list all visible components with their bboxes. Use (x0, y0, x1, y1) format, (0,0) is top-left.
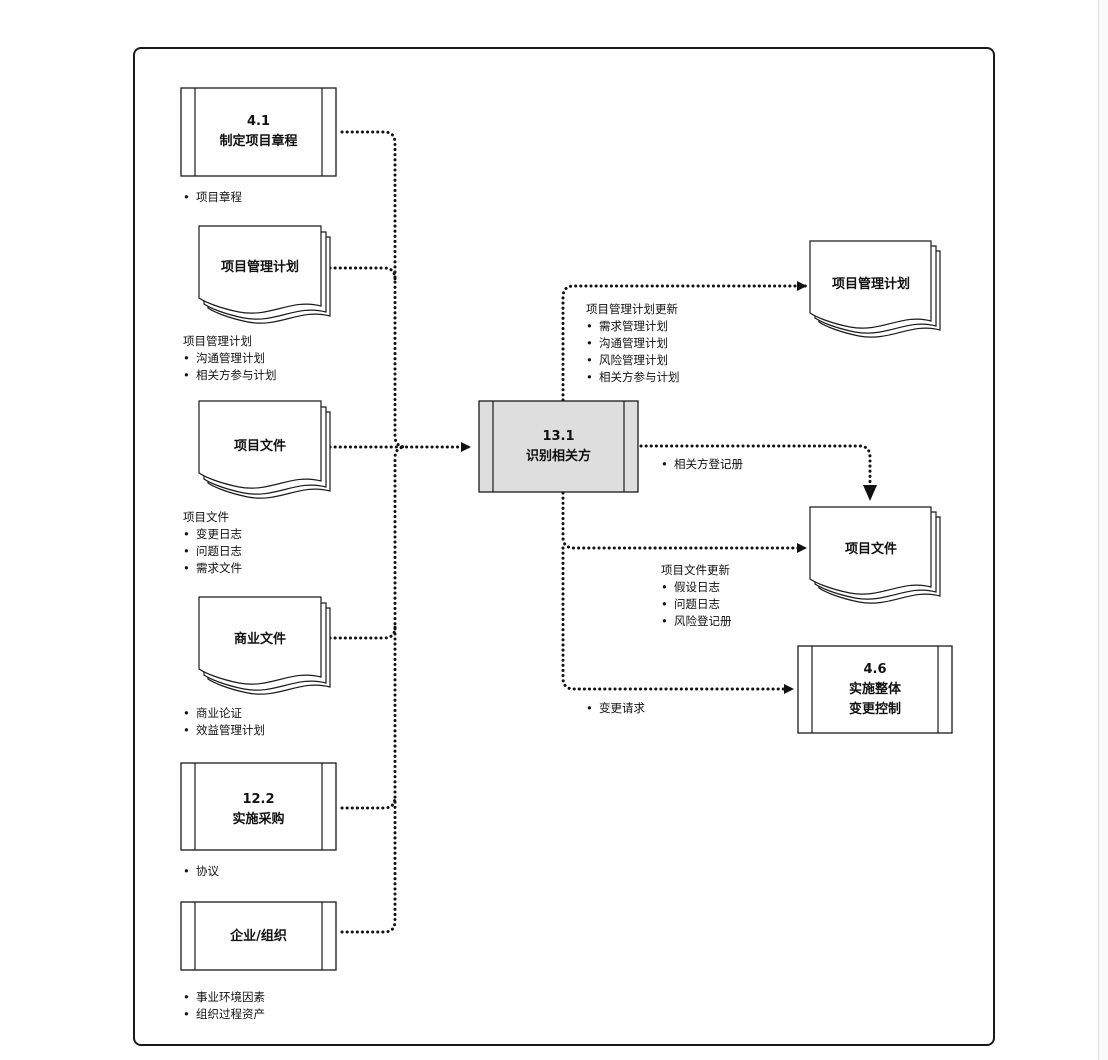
change-item-0: 变更请求 (599, 701, 645, 715)
process-4-6-name-line1: 实施整体 (849, 681, 902, 697)
output-pmp-doc[interactable]: 项目管理计划 (809, 240, 941, 338)
output-pdocs-doc[interactable]: 项目文件 (809, 506, 941, 604)
bullet: • (183, 864, 190, 878)
process-4-1-box[interactable]: 4.1 制定项目章程 (180, 87, 337, 177)
connector-4-1 (340, 130, 408, 449)
input-pmp-doc[interactable]: 项目管理计划 (198, 225, 331, 324)
diagram-frame (133, 47, 995, 1046)
process-13-1-number: 13.1 (542, 429, 574, 444)
bullet: • (183, 368, 190, 382)
output-pmp-name: 项目管理计划 (832, 276, 910, 292)
enterprise-org-box[interactable]: 企业/组织 (180, 901, 337, 971)
input-connectors (328, 130, 472, 934)
bullet: • (183, 561, 190, 575)
pdocs-in-items: 项目文件 • 变更日志 • 问题日志 • 需求文件 (183, 510, 242, 575)
pdocs-in-item-0: 变更日志 (196, 527, 242, 541)
process-12-2-number: 12.2 (242, 792, 274, 807)
input-bdocs-doc[interactable]: 商业文件 (198, 596, 331, 695)
bullet: • (586, 353, 593, 367)
output-connectors (561, 281, 877, 694)
register-item-0: 相关方登记册 (674, 457, 743, 471)
pmp-in-heading: 项目管理计划 (183, 334, 252, 348)
bullet: • (183, 544, 190, 558)
pmp-out-heading: 项目管理计划更新 (586, 302, 678, 316)
pdocs-in-heading: 项目文件 (183, 510, 229, 524)
scrollbar-track[interactable] (1098, 0, 1108, 1060)
process-4-6-number: 4.6 (863, 662, 886, 677)
process-4-1-name: 制定项目章程 (219, 133, 297, 149)
bullet: • (586, 336, 593, 350)
process-4-6-box[interactable]: 4.6 实施整体 变更控制 (797, 645, 953, 734)
process-13-1-name: 识别相关方 (526, 448, 591, 464)
bullet: • (586, 319, 593, 333)
connector-pdocs-out (561, 491, 808, 553)
bdocs-item-0: 商业论证 (196, 706, 242, 720)
p122-item-0: 协议 (196, 864, 219, 878)
connector-bdocs-in (328, 625, 397, 640)
p41-item-0: 项目章程 (196, 190, 242, 204)
pdocs-in-item-2: 需求文件 (196, 561, 242, 575)
enterprise-org-name: 企业/组织 (229, 928, 287, 944)
bullet: • (183, 706, 190, 720)
pmp-out-item-3: 相关方参与计划 (599, 370, 680, 384)
input-bdocs-name: 商业文件 (234, 631, 286, 647)
pmp-out-items: 项目管理计划更新 • 需求管理计划 • 沟通管理计划 • 风险管理计划 • 相关… (586, 302, 680, 384)
org-item-0: 事业环境因素 (196, 990, 265, 1004)
pdocs-out-item-0: 假设日志 (674, 580, 720, 594)
connector-pmp-in (328, 266, 397, 281)
register-items: • 相关方登记册 (661, 457, 743, 471)
pdocs-out-item-2: 风险登记册 (674, 614, 732, 628)
bullet: • (183, 527, 190, 541)
process-12-2-name: 实施采购 (232, 811, 284, 827)
pmp-in-items: 项目管理计划 • 沟通管理计划 • 相关方参与计划 (183, 334, 277, 382)
process-4-1-number: 4.1 (247, 114, 270, 129)
connector-12-2 (340, 795, 397, 810)
bullet: • (661, 457, 668, 471)
output-pdocs-name: 项目文件 (845, 541, 897, 557)
process-4-6-name-line2: 变更控制 (849, 701, 901, 717)
pmp-in-item-0: 沟通管理计划 (196, 351, 265, 365)
connector-pmp-out (561, 281, 808, 402)
bullet: • (183, 351, 190, 365)
connector-register-out (639, 444, 877, 502)
bullet: • (183, 1007, 190, 1021)
org-items: • 事业环境因素 • 组织过程资产 (183, 990, 265, 1021)
pmp-out-item-0: 需求管理计划 (599, 319, 668, 333)
bdocs-item-1: 效益管理计划 (196, 723, 265, 737)
bullet: • (183, 190, 190, 204)
bullet: • (586, 701, 593, 715)
pdocs-out-items: 项目文件更新 • 假设日志 • 问题日志 • 风险登记册 (661, 563, 732, 628)
process-12-2-box[interactable]: 12.2 实施采购 (180, 762, 337, 851)
bullet: • (183, 723, 190, 737)
bdocs-items: • 商业论证 • 效益管理计划 (183, 706, 265, 737)
input-pdocs-name: 项目文件 (234, 438, 286, 454)
connector-org (340, 445, 408, 934)
input-pmp-name: 项目管理计划 (221, 259, 299, 275)
pmp-in-item-1: 相关方参与计划 (196, 368, 277, 382)
bullet: • (661, 580, 668, 594)
connector-change-out (561, 546, 795, 694)
pmp-out-item-1: 沟通管理计划 (599, 336, 668, 350)
bullet: • (586, 370, 593, 384)
bullet: • (183, 990, 190, 1004)
p122-items: • 协议 (183, 864, 219, 878)
pmp-out-item-2: 风险管理计划 (599, 353, 668, 367)
process-13-1-box[interactable]: 13.1 识别相关方 (478, 400, 639, 493)
bullet: • (661, 614, 668, 628)
p41-items: • 项目章程 (183, 190, 242, 204)
bullet: • (661, 597, 668, 611)
org-item-1: 组织过程资产 (196, 1007, 265, 1021)
pdocs-out-heading: 项目文件更新 (661, 563, 730, 577)
pdocs-out-item-1: 问题日志 (674, 597, 720, 611)
change-items: • 变更请求 (586, 701, 645, 715)
pdocs-in-item-1: 问题日志 (196, 544, 242, 558)
input-pdocs-doc[interactable]: 项目文件 (198, 400, 331, 499)
